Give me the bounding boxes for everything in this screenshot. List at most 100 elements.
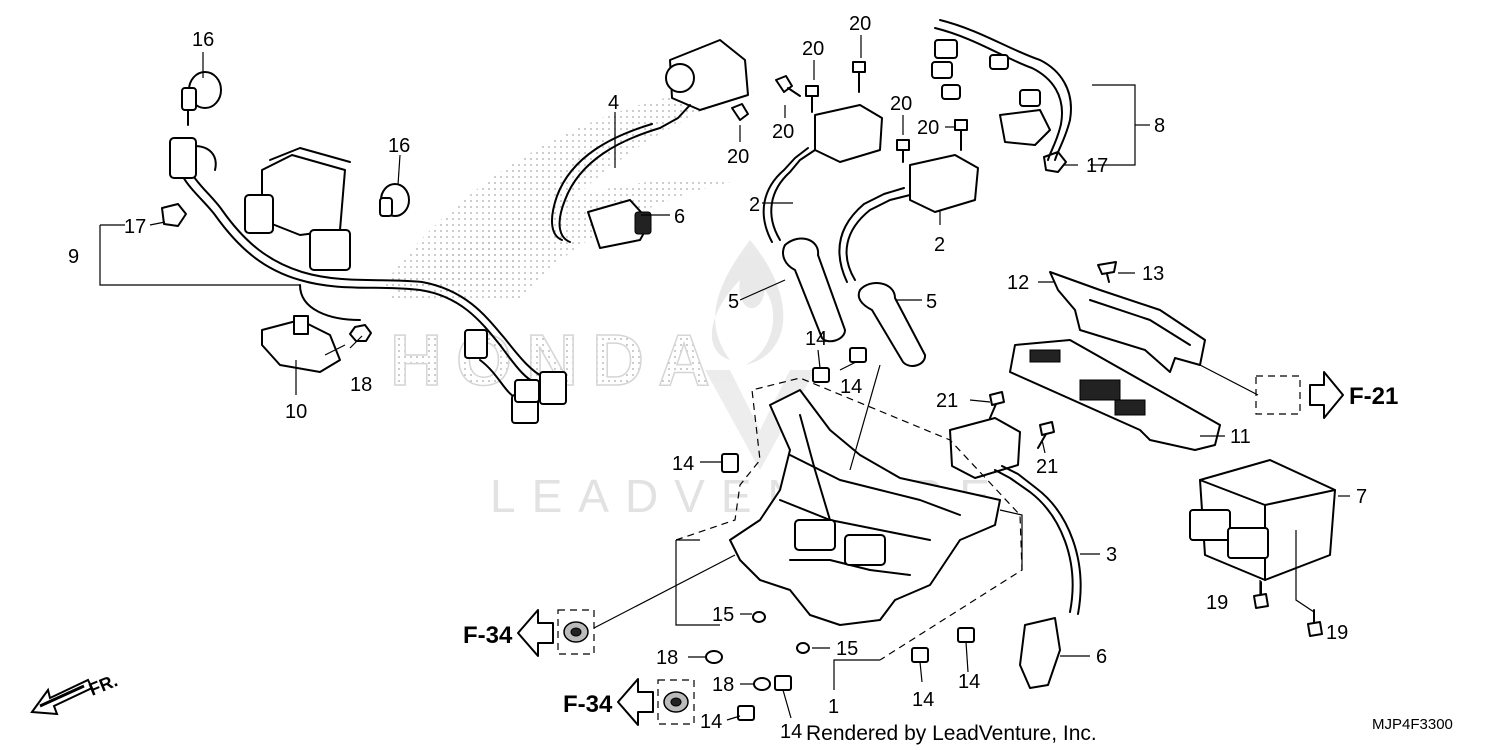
- part-ignition-coil-4: [550, 39, 749, 243]
- callout-20b: 20: [727, 146, 749, 168]
- callout-6a: 6: [674, 206, 685, 228]
- honda-watermark-text: HONDA: [390, 321, 724, 401]
- callout-4: 4: [608, 92, 619, 114]
- callout-21a: 21: [936, 390, 958, 412]
- callout-9: 9: [68, 246, 79, 268]
- part-clip-2: [1043, 151, 1067, 173]
- callout-20f: 20: [917, 117, 939, 139]
- part-bolt-19a: [1253, 581, 1269, 609]
- part-grommet-b: [657, 679, 695, 725]
- part-clip-14a: [812, 367, 830, 383]
- callout-20d: 20: [849, 13, 871, 35]
- part-clip-1: [161, 203, 187, 227]
- part-spark-plug-cap-6a: [587, 199, 652, 249]
- part-ecu-unit: [1009, 339, 1221, 451]
- part-sensor: [261, 315, 341, 373]
- part-clip-14f: [774, 675, 792, 691]
- callout-19a: 19: [1206, 592, 1228, 614]
- rendered-by-credit: Rendered by LeadVenture, Inc.: [806, 722, 1097, 745]
- part-wire-harness: [169, 137, 567, 424]
- callout-14c: 14: [672, 453, 694, 475]
- part-plug-cap-5a: [782, 237, 846, 343]
- callout-3: 3: [1106, 544, 1117, 566]
- callout-2b: 2: [934, 234, 945, 256]
- callout-14d: 14: [912, 689, 934, 711]
- callout-15b: 15: [836, 638, 858, 660]
- callout-17a: 17: [124, 216, 146, 238]
- part-clip-band-2: [379, 183, 410, 217]
- ref-arrow-f34b[interactable]: F-34: [563, 678, 654, 726]
- part-bolt-20d: [852, 61, 866, 93]
- callout-17b: 17: [1086, 155, 1108, 177]
- diagram-code: MJP4F3300: [1372, 716, 1453, 733]
- ref-label-f34a: F-34: [463, 622, 513, 649]
- callout-14g: 14: [700, 711, 722, 733]
- leader-lines: [99, 35, 1350, 721]
- part-regulator: [1189, 459, 1336, 581]
- ecu-ref-box: [1255, 375, 1301, 415]
- part-bolt-19b: [1307, 609, 1323, 637]
- callout-10: 10: [285, 401, 307, 423]
- callouts: 1 2 2 3 4 5 5 6 6 7 8 9 10 11 12 13 14 1…: [68, 13, 1367, 743]
- callout-19b: 19: [1326, 622, 1348, 644]
- callout-14e: 14: [958, 671, 980, 693]
- callout-18c: 18: [712, 674, 734, 696]
- part-clip-14c: [721, 453, 739, 473]
- callout-21b: 21: [1036, 456, 1058, 478]
- part-ignition-coil-2a: [762, 104, 883, 243]
- ref-label-f21: F-21: [1349, 383, 1398, 410]
- part-nut-18c: [753, 677, 771, 691]
- front-direction-label: FR.: [86, 670, 120, 699]
- callout-20a: 20: [772, 121, 794, 143]
- part-spark-plug-cap-6b: [1019, 617, 1061, 689]
- callout-14b: 14: [840, 376, 862, 398]
- callout-5a: 5: [728, 291, 739, 313]
- part-nut-18a: [349, 324, 372, 342]
- part-sub-harness: [931, 19, 1072, 161]
- part-nut-18b: [705, 650, 723, 664]
- part-grommet-a: [557, 609, 595, 655]
- callout-13: 13: [1142, 263, 1164, 285]
- callout-14f: 14: [780, 721, 802, 743]
- part-bracket-frame: [729, 389, 1001, 626]
- part-bolt-20c: [805, 85, 819, 113]
- callout-2a: 2: [749, 194, 760, 216]
- callout-8: 8: [1154, 115, 1165, 137]
- callout-11: 11: [1230, 426, 1251, 448]
- part-clip-band-1: [181, 71, 222, 126]
- ref-label-f34b: F-34: [563, 691, 613, 718]
- ref-arrow-f21[interactable]: F-21: [1309, 371, 1398, 419]
- callout-18b: 18: [656, 647, 678, 669]
- callout-16b: 16: [388, 135, 410, 157]
- part-clip-14b: [849, 347, 867, 363]
- callout-14a: 14: [805, 328, 827, 350]
- part-clip-14e: [957, 627, 975, 643]
- callout-1: 1: [828, 696, 839, 718]
- part-bolt-20a: [775, 75, 801, 97]
- callout-20e: 20: [890, 93, 912, 115]
- part-bolt-20e: [896, 139, 910, 163]
- front-direction-arrow: FR.: [30, 670, 120, 716]
- callout-6b: 6: [1096, 646, 1107, 668]
- callout-5b: 5: [926, 291, 937, 313]
- callout-16a: 16: [192, 29, 214, 51]
- part-ignition-coil-2b: [838, 154, 979, 283]
- part-screw-13: [1097, 261, 1117, 283]
- callout-7: 7: [1356, 486, 1367, 508]
- part-bolt-21b: [1037, 421, 1055, 449]
- part-ignition-coil-3: [949, 417, 1082, 615]
- part-plug-cap-5b: [857, 282, 926, 367]
- ref-arrow-f34a[interactable]: F-34: [463, 609, 554, 657]
- part-bolt-21a: [989, 391, 1005, 419]
- part-collar-15a: [752, 611, 766, 623]
- honda-wing-watermark: [380, 89, 760, 300]
- part-bolt-20b: [731, 103, 749, 121]
- callout-20c: 20: [802, 38, 824, 60]
- callout-18a: 18: [350, 374, 372, 396]
- part-clip-14g: [737, 705, 755, 721]
- callout-15a: 15: [712, 604, 734, 626]
- part-bolt-20f: [954, 119, 968, 151]
- leadventure-flame-watermark: [705, 240, 815, 470]
- part-clip-14d: [911, 647, 929, 663]
